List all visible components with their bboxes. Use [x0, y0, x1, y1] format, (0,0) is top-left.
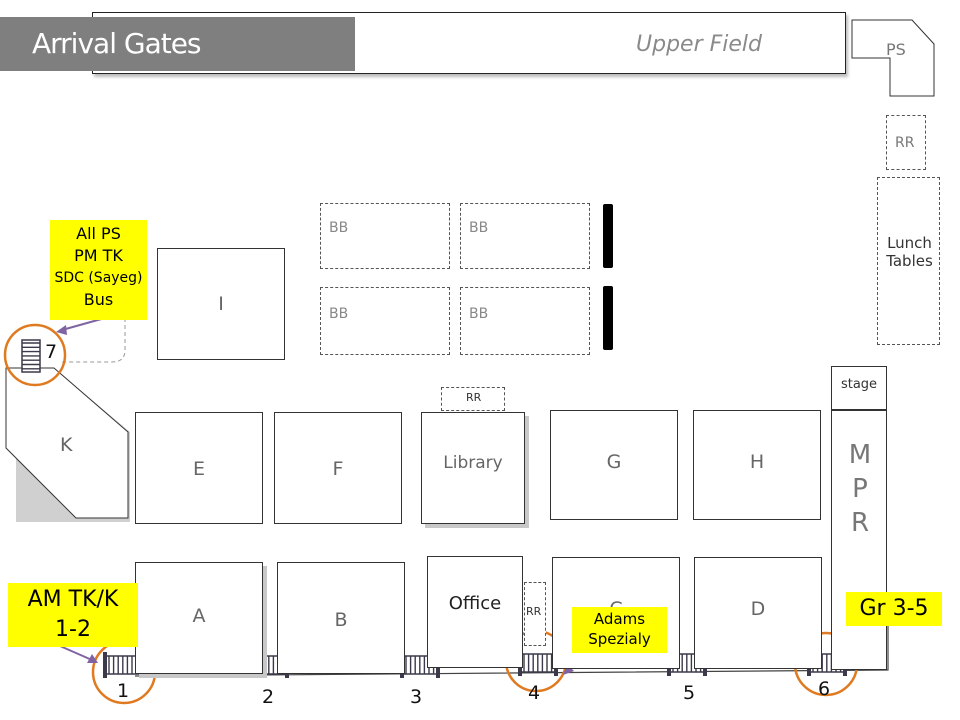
- building-h: H: [693, 410, 821, 520]
- gate7-arrowhead: [56, 325, 67, 335]
- callout-gate-1-line-1: AM TK/K: [27, 587, 119, 612]
- building-k-shape: [5, 367, 129, 519]
- building-ps-label: PS: [886, 40, 906, 59]
- title-bar: [0, 17, 355, 71]
- gate-2-number: 2: [262, 686, 275, 708]
- gate-5-number: 5: [683, 682, 696, 704]
- gate1-arrowhead: [87, 654, 98, 663]
- bb-court-2: BB: [460, 203, 590, 269]
- gate1-arrow: [59, 645, 93, 661]
- building-rr-office-label: RR: [526, 605, 542, 618]
- gate-7-circle: [3, 323, 67, 387]
- gate-4-number: 4: [528, 682, 541, 704]
- building-a: A: [135, 562, 263, 674]
- building-i: I: [157, 248, 285, 360]
- building-rr-office: RR: [524, 582, 546, 646]
- building-rr-library-label: RR: [466, 391, 482, 404]
- building-mpr-letter-r: R: [850, 508, 870, 538]
- gate-7-number: 7: [45, 341, 58, 363]
- lunch-tables: Lunch Tables: [877, 177, 940, 345]
- building-office-label: Office: [448, 593, 502, 614]
- upper-field-label: Upper Field: [636, 32, 762, 57]
- callout-gate-4-line-1: Adams: [593, 610, 646, 628]
- building-mpr-letter-p: P: [852, 474, 868, 504]
- callout-gate-1-line-2: 1-2: [55, 617, 91, 642]
- building-mpr: [831, 410, 887, 670]
- gate-3-number: 3: [410, 686, 423, 708]
- building-stage: stage: [831, 366, 887, 410]
- building-d: D: [694, 557, 822, 669]
- building-b: B: [277, 562, 405, 674]
- building-office: Office: [427, 556, 523, 668]
- building-g-label: G: [606, 451, 622, 473]
- building-g: G: [550, 410, 678, 520]
- gate-1-number: 1: [117, 680, 130, 702]
- bb-court-1: BB: [320, 203, 450, 269]
- building-f: F: [274, 412, 402, 524]
- building-h-label: H: [749, 451, 765, 473]
- building-e-label: E: [192, 458, 205, 480]
- building-stage-label: stage: [840, 377, 878, 392]
- bb-court-1-label: BB: [329, 220, 349, 236]
- callout-gate-4: Adams Spezialy: [572, 607, 667, 653]
- building-a-label: A: [192, 605, 206, 627]
- callout-gate-6: Gr 3-5: [846, 592, 942, 626]
- barrier-2: [603, 286, 613, 350]
- building-i-label: I: [218, 293, 224, 315]
- building-library: Library: [421, 412, 525, 524]
- gate4-arrowhead: [563, 664, 574, 675]
- bb-court-3-label: BB: [329, 306, 349, 322]
- building-f-label: F: [332, 458, 344, 480]
- bb-court-2-label: BB: [469, 220, 489, 236]
- building-e: E: [135, 412, 263, 524]
- callout-gate-7-line-2: PM TK: [74, 246, 123, 265]
- building-ps-shape: [851, 19, 935, 97]
- barrier-1: [603, 204, 613, 268]
- gate7-arrow: [61, 317, 106, 331]
- callout-gate-7-line-3: SDC (Sayeg): [54, 270, 143, 286]
- building-d-label: D: [750, 598, 766, 620]
- building-rr-top-label: RR: [895, 135, 915, 151]
- bb-court-3: BB: [320, 287, 450, 355]
- gate7-dashed-path: [62, 317, 126, 363]
- building-rr-library: RR: [441, 387, 505, 411]
- bb-court-4: BB: [460, 287, 590, 355]
- lunch-tables-label: Lunch Tables: [886, 234, 933, 270]
- bb-court-4-label: BB: [469, 306, 489, 322]
- building-b-label: B: [334, 609, 348, 631]
- building-mpr-letter-m: M: [848, 440, 872, 470]
- building-rr-top: RR: [886, 115, 926, 170]
- callout-gate-7-line-1: All PS: [76, 224, 121, 243]
- callout-gate-4-line-2: Spezialy: [588, 630, 651, 648]
- callout-gate-6-line-1: Gr 3-5: [859, 596, 929, 621]
- page-title: Arrival Gates: [32, 27, 202, 60]
- callout-gate-1: AM TK/K 1-2: [8, 583, 138, 647]
- gate-7-icon: [21, 339, 41, 373]
- gate-6-number: 6: [818, 678, 831, 700]
- callout-gate-7: All PS PM TK SDC (Sayeg) Bus: [50, 220, 147, 320]
- building-k-label: K: [60, 434, 73, 456]
- building-library-label: Library: [443, 453, 503, 473]
- callout-gate-7-line-4: Bus: [83, 290, 114, 309]
